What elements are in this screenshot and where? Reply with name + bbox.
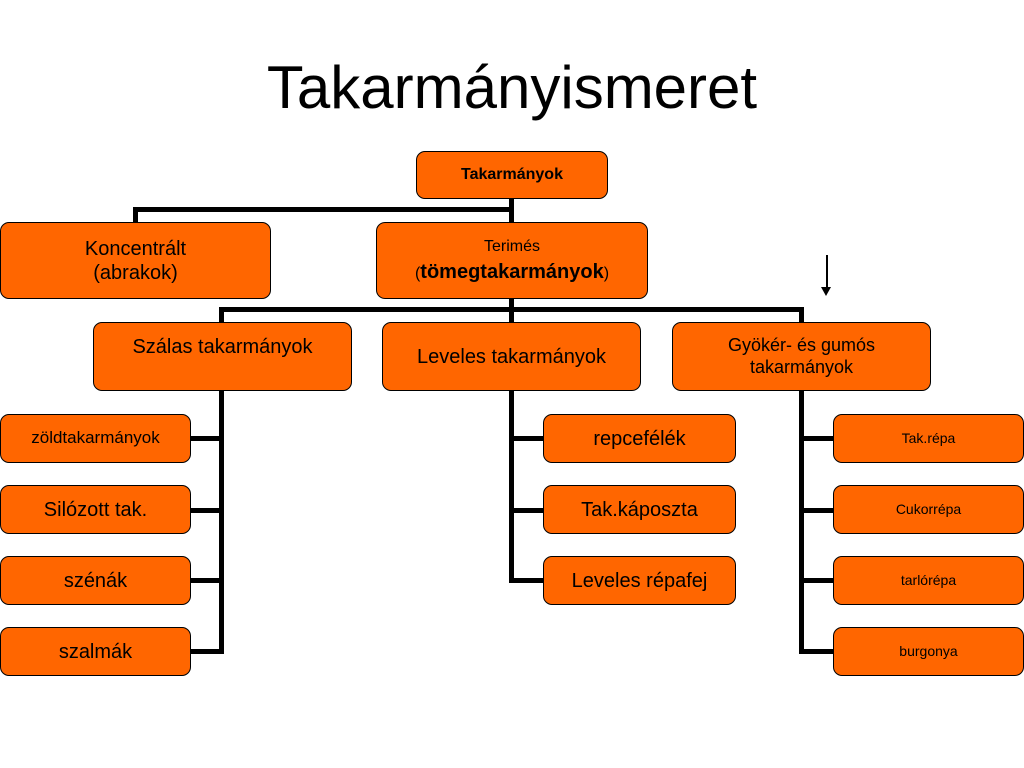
node-root-tuber-label: Gyökér- és gumós takarmányok	[727, 334, 876, 377]
node-fiber-item-3-label: szénák	[63, 569, 128, 592]
node-root-label: Takarmányok	[461, 166, 563, 184]
node-fiber-item-4-label: szalmák	[58, 640, 133, 663]
node-concentrate-line1: Koncentrált	[84, 237, 187, 260]
node-root-tuber-item-2: Cukorrépa	[833, 485, 1024, 534]
node-leafy-item-2-label: Tak.káposzta	[581, 498, 698, 521]
node-fiber-item-3: szénák	[0, 556, 191, 605]
connector-leafy-item-2	[509, 508, 545, 513]
connector-leafy-trunk	[509, 390, 514, 583]
connector-to-leafy	[509, 307, 514, 323]
node-root-tuber-item-4-label: burgonya	[899, 643, 958, 660]
connector-root-tuber-item-3	[799, 578, 835, 583]
node-leafy-item-3-label: Leveles répafej	[571, 569, 708, 592]
down-arrow-head	[821, 287, 831, 296]
down-arrow-shaft	[826, 255, 828, 289]
connector-leafy-item-1	[509, 436, 545, 441]
node-leafy-item-1: repcefélék	[543, 414, 736, 463]
node-leafy-label: Leveles takarmányok	[417, 345, 606, 368]
slide-title: Takarmányismeret	[266, 54, 758, 121]
node-fiber-item-1: zöldtakarmányok	[0, 414, 191, 463]
node-leafy-item-1-label: repcefélék	[593, 427, 686, 450]
node-root-tuber-item-1-label: Tak.répa	[901, 430, 956, 447]
down-arrow-icon	[821, 255, 833, 297]
connector-fiber-trunk	[219, 390, 224, 654]
connector-root-stem	[509, 198, 514, 210]
node-fiber-item-1-label: zöldtakarmányok	[31, 428, 160, 448]
node-fiber-item-2-label: Silózott tak.	[43, 498, 148, 521]
node-root-tuber-item-3: tarlórépa	[833, 556, 1024, 605]
node-bulk-prefix: Terimés	[483, 238, 540, 256]
node-root-tuber-item-3-label: tarlórépa	[900, 572, 957, 589]
connector-to-root-tuber	[799, 307, 804, 323]
connector-fiber-item-3	[190, 578, 224, 583]
connector-to-bulk	[509, 207, 514, 223]
node-fiber-item-4: szalmák	[0, 627, 191, 676]
connector-root-tuber-item-2	[799, 508, 835, 513]
node-fiber: Szálas takarmányok	[93, 322, 352, 391]
node-bulk-open-paren: (	[414, 264, 421, 282]
node-fiber-item-2: Silózott tak.	[0, 485, 191, 534]
node-bulk: Terimés (tömegtakarmányok)	[376, 222, 648, 299]
node-root-tuber: Gyökér- és gumós takarmányok	[672, 322, 931, 391]
node-root-tuber-item-4: burgonya	[833, 627, 1024, 676]
node-bulk-close-paren: )	[603, 264, 610, 282]
connector-to-fiber	[219, 307, 224, 323]
connector-fiber-item-4	[190, 649, 224, 654]
node-leafy-item-3: Leveles répafej	[543, 556, 736, 605]
node-concentrate-line2: (abrakok)	[93, 261, 178, 284]
node-bulk-bold: tömegtakarmányok	[420, 260, 604, 283]
connector-fiber-item-1	[190, 436, 224, 441]
node-concentrate: Koncentrált (abrakok)	[0, 222, 271, 299]
connector-level1-bar	[133, 207, 514, 212]
node-fiber-label: Szálas takarmányok	[132, 336, 313, 358]
connector-leafy-item-3	[509, 578, 545, 583]
connector-root-tuber-item-4	[799, 649, 835, 654]
node-bulk-main: (tömegtakarmányok)	[415, 260, 609, 284]
connector-to-concentrate	[133, 207, 138, 223]
node-root-tuber-item-2-label: Cukorrépa	[895, 501, 962, 518]
connector-root-tuber-trunk	[799, 390, 804, 654]
node-root-tuber-item-1: Tak.répa	[833, 414, 1024, 463]
connector-fiber-item-2	[190, 508, 224, 513]
connector-root-tuber-item-1	[799, 436, 835, 441]
node-leafy: Leveles takarmányok	[382, 322, 641, 391]
connector-bulk-stem	[509, 298, 514, 310]
node-root: Takarmányok	[416, 151, 608, 199]
node-leafy-item-2: Tak.káposzta	[543, 485, 736, 534]
